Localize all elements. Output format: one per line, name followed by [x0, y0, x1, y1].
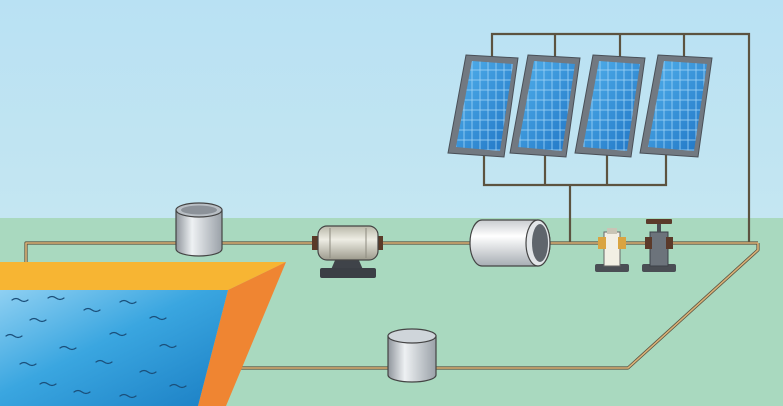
storage-tank [469, 219, 551, 267]
filter-tank [175, 202, 223, 257]
pump-motor [312, 225, 383, 278]
cylinder-tank-icon [175, 202, 223, 257]
solar-panel-icon [639, 54, 713, 158]
return-tank [387, 328, 437, 383]
pool-icon [0, 262, 286, 406]
valve-icon [642, 219, 676, 272]
horizontal-tank-icon [469, 219, 551, 267]
control-valve [595, 228, 629, 272]
swimming-pool [0, 262, 286, 406]
solar-panel-icon [509, 54, 581, 158]
solar-panel-icon [447, 54, 519, 158]
check-valve [642, 219, 676, 272]
cylinder-tank-icon [387, 328, 437, 383]
water-ripples [5, 295, 187, 399]
valve-icon [595, 228, 629, 272]
motor-icon [312, 225, 383, 278]
solar-panel-icon [574, 54, 646, 158]
solar-panel-array [447, 54, 713, 158]
